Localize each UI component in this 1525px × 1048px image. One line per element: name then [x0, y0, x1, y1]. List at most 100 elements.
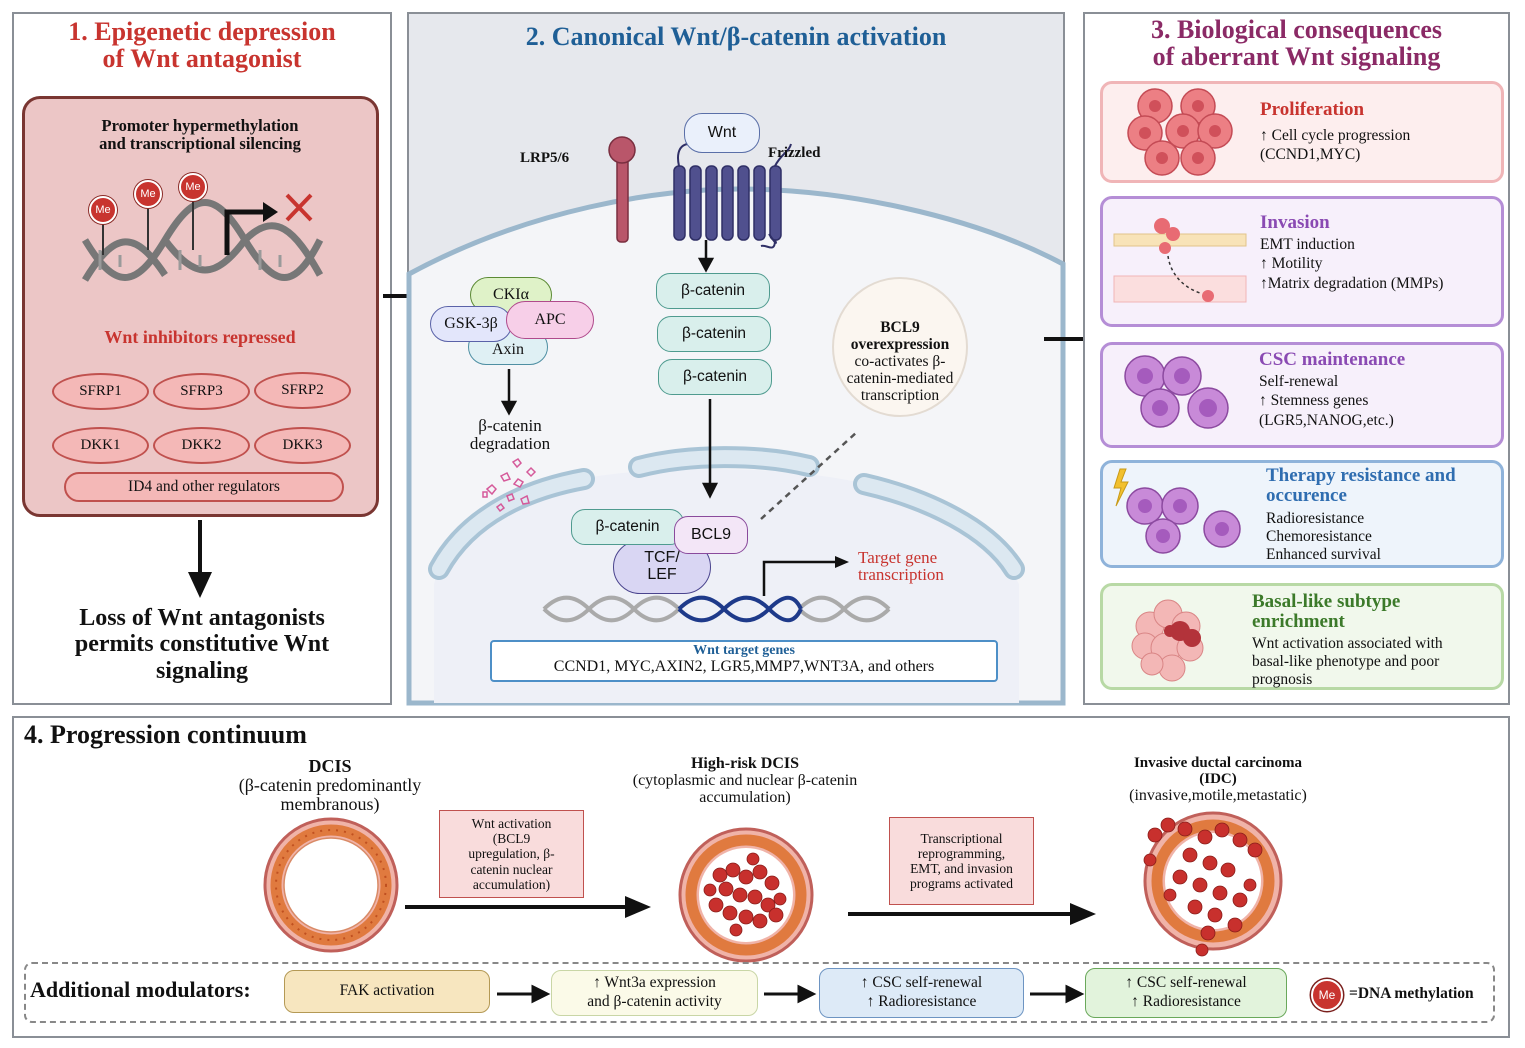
invasion-text: EMT induction ↑ Motility ↑Matrix degrada… [1260, 236, 1444, 292]
panel3-title-line1: 3. Biological consequences [1150, 15, 1443, 44]
gene-dkk3: DKK3 [254, 427, 351, 464]
tcf-line2: LEF [647, 565, 677, 583]
therapy-title: Therapy resistance and occurence [1266, 465, 1456, 506]
tcf-line1: TCF/ [644, 549, 680, 566]
modulator-csc-2: ↑ CSC self-renewal ↑ Radioresistance [1085, 968, 1287, 1018]
targets-list: CCND1, MYC,AXIN2, LGR5,MMP7,WNT3A, and o… [553, 657, 935, 675]
wnt-ligand: Wnt [684, 113, 760, 153]
step2-text: Transcriptional reprogramming, EMT, and … [909, 830, 1014, 892]
beta-catenin-3: β-catenin [658, 359, 772, 395]
mod3-line1: ↑ CSC self-renewal [860, 974, 983, 992]
gene-sfrp2: SFRP2 [254, 372, 351, 409]
gsk-label: GSK-3β [444, 315, 498, 332]
invasion-title: Invasion [1260, 212, 1330, 233]
therapy-text: Radioresistance Chemoresistance Enhanced… [1266, 510, 1381, 563]
panel1-title-line1: 1. Epigenetic depression [68, 17, 336, 46]
down-arrow-icon [188, 520, 212, 598]
conclusion-line3: signaling [155, 657, 249, 684]
mod1-text: FAK activation [339, 982, 435, 1000]
apc-protein: APC [506, 301, 594, 339]
mod2-line2: and β-catenin activity [587, 993, 722, 1010]
stage3-title-line1: Invasive ductal carcinoma [1133, 755, 1303, 771]
apc-label: APC [534, 311, 566, 328]
bcl9-bubble-text1: co-activates β- [854, 353, 946, 371]
stage1-sub-line1: (β-catenin predominantly [238, 774, 422, 795]
csc-title: CSC maintenance [1259, 349, 1406, 370]
stage-high-risk-dcis: High-risk DCIS (cytoplasmic and nuclear … [600, 755, 890, 806]
progression-arrow-1 [405, 896, 651, 918]
modulators-box [24, 962, 1495, 1023]
panel1-title: 1. Epigenetic depression of Wnt antagoni… [20, 18, 384, 73]
targets-title: Wnt target genes [693, 643, 795, 658]
axin-label: Axin [492, 341, 524, 358]
cki-label: CKIα [493, 286, 529, 303]
methylated-dna-icon [81, 193, 324, 282]
stage-dcis: DCIS (β-catenin predominantly membranous… [210, 757, 450, 814]
complex-beta-catenin: β-catenin [571, 509, 684, 545]
beta-catenin-1: β-catenin [656, 273, 770, 309]
legend-me-icon: Me [1311, 979, 1343, 1011]
consequence-invasion: Invasion EMT induction ↑ Motility ↑Matri… [1100, 196, 1504, 327]
me-badge-2-label: Me [140, 188, 156, 200]
panel1-title-line2: of Wnt antagonist [102, 44, 302, 74]
basal-title: Basal-like subtype enrichment [1252, 591, 1401, 632]
me-badge-3-label: Me [185, 181, 201, 193]
gene-sfrp3-label: SFRP3 [180, 383, 223, 399]
target-line2: transcription [858, 565, 944, 584]
target-transcription-label: Target gene transcription [858, 549, 944, 583]
regulators-label: ID4 and other regulators [128, 478, 280, 495]
stage1-title: DCIS [308, 756, 352, 776]
stage3-title-line2: (IDC) [1199, 770, 1237, 787]
me-badge-1-label: Me [95, 204, 111, 216]
proliferation-text: ↑ Cell cycle progression (CCND1,MYC) [1260, 127, 1411, 164]
me-badge-3: Me [179, 173, 207, 201]
gene-dkk1: DKK1 [52, 427, 149, 464]
progression-illustrations [263, 811, 1283, 963]
panel4-title: 4. Progression continuum [24, 720, 307, 749]
bcl9-bubble: BCL9 overexpression co-activates β- cate… [832, 277, 968, 417]
wnt-label: Wnt [707, 124, 737, 141]
stage3-sub: (invasive,motile,metastatic) [1129, 786, 1307, 804]
stage1-sub-line2: membranous) [280, 793, 380, 814]
modulator-csc-1: ↑ CSC self-renewal ↑ Radioresistance [819, 968, 1024, 1018]
degradation-line2: degradation [469, 433, 551, 453]
methylation-heading: Promoter hypermethylation and transcript… [30, 116, 370, 154]
mod3-line2: ↑ Radioresistance [866, 993, 977, 1010]
conclusion-line1: Loss of Wnt antagonists [79, 605, 325, 631]
gene-sfrp2-label: SFRP2 [281, 382, 324, 398]
mod4-line2: ↑ Radioresistance [1131, 993, 1241, 1010]
degradation-line1: β-catenin [478, 416, 542, 435]
stage2-title: High-risk DCIS [690, 755, 800, 772]
modulator-wnt3a: ↑ Wnt3a expression and β-catenin activit… [551, 970, 758, 1016]
bcl9-bubble-bold2: overexpression [850, 336, 950, 354]
modulator-arrows [497, 984, 1085, 1004]
modulators-label: Additional modulators: [30, 977, 251, 1002]
target-line1: Target gene [858, 548, 938, 567]
stage2-sub-line2: accumulation) [699, 788, 791, 806]
consequence-illustrations [1113, 88, 1247, 682]
progression-arrow-2 [848, 903, 1096, 925]
regulators-pill: ID4 and other regulators [64, 472, 344, 502]
beta-catenin-2-label: β-catenin [681, 325, 747, 342]
legend-me-label: Me [1318, 988, 1336, 1002]
stage2-sub-line1: (cytoplasmic and nuclear β-catenin [632, 771, 858, 789]
methylation-heading-line1: Promoter hypermethylation [101, 116, 299, 135]
complex-bcl9: BCL9 [674, 516, 748, 554]
gene-dkk2-label: DKK2 [181, 437, 222, 453]
degradation-label: β-catenin degradation [450, 417, 570, 453]
stage-idc: Invasive ductal carcinoma (IDC) (invasiv… [1098, 755, 1338, 804]
conclusion-line2: permits constitutive Wnt [74, 631, 330, 658]
gene-dkk2: DKK2 [153, 427, 250, 464]
inhibitors-title: Wnt inhibitors repressed [104, 327, 296, 347]
gene-dkk1-label: DKK1 [80, 437, 121, 453]
step-transcriptional-reprogramming: Transcriptional reprogramming, EMT, and … [889, 817, 1034, 905]
mod4-line1: ↑ CSC self-renewal [1125, 974, 1247, 992]
frizzled-label: Frizzled [768, 145, 821, 161]
panel3-title-line2: of aberrant Wnt signaling [1152, 42, 1441, 72]
gene-sfrp1: SFRP1 [52, 373, 149, 410]
mod2-line1: ↑ Wnt3a expression [593, 974, 716, 992]
methylation-heading-line2: and transcriptional silencing [99, 134, 301, 154]
proliferation-title: Proliferation [1260, 99, 1365, 120]
me-badge-1: Me [89, 196, 117, 224]
csc-text: Self-renewal ↑ Stemness genes (LGR5,NANO… [1259, 373, 1394, 429]
